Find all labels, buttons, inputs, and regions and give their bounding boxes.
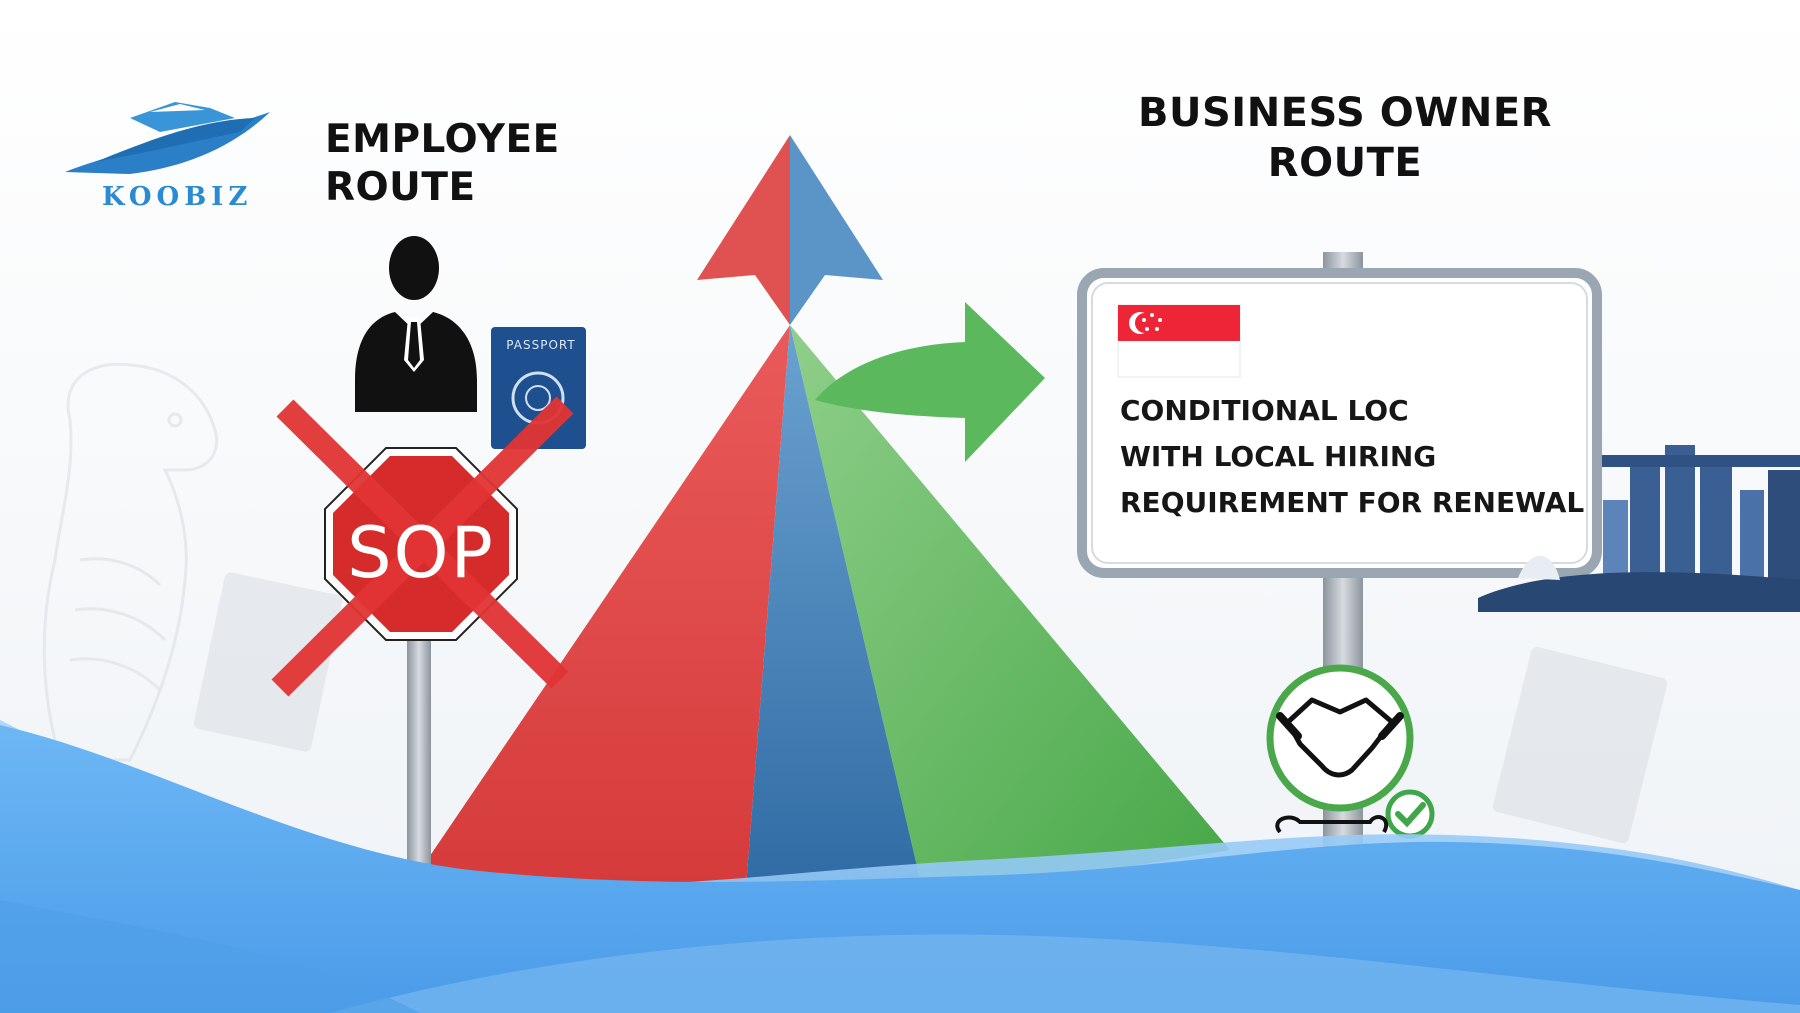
wave-background (0, 720, 1800, 1013)
passport-label: PASSPORT (506, 338, 576, 352)
businessman-icon (355, 236, 477, 412)
business-owner-route-title-line1: BUSINESS OWNER (1138, 90, 1552, 136)
arrow-up-icon-red (697, 135, 790, 325)
checkmark-icon (1275, 789, 1435, 839)
signboard-text: CONDITIONAL LOC WITH LOCAL HIRING REQUIR… (1120, 388, 1590, 526)
singapore-flag-icon (1117, 304, 1241, 378)
arrow-right-icon (815, 302, 1045, 462)
faint-passport-left (193, 572, 343, 752)
signboard-line-3: REQUIREMENT FOR RENEWAL (1120, 486, 1585, 519)
employee-route-title: EMPLOYEE ROUTE (325, 117, 560, 210)
handshake-icon (1266, 664, 1414, 812)
red-cross-icon (271, 396, 574, 697)
boat-logo-icon (65, 102, 270, 174)
business-owner-route-title-line2: ROUTE (1267, 140, 1423, 186)
merlion-icon (42, 362, 218, 762)
route-pyramid (400, 135, 1230, 900)
signboard-line-1: CONDITIONAL LOC (1120, 394, 1409, 427)
red-route (400, 325, 790, 900)
green-route (790, 325, 1230, 900)
arrow-up-icon (790, 135, 883, 325)
faint-passport-right (1492, 646, 1668, 844)
stop-sign-text: SOP (347, 512, 495, 594)
stop-sign-pole (407, 640, 431, 890)
blue-route (745, 325, 925, 900)
skyline-icon (1478, 445, 1800, 612)
signboard-line-2: WITH LOCAL HIRING (1120, 440, 1437, 473)
business-owner-route-title: BUSINESS OWNER ROUTE (1115, 88, 1575, 188)
brand-logo-text: KOOBIZ (102, 182, 253, 212)
